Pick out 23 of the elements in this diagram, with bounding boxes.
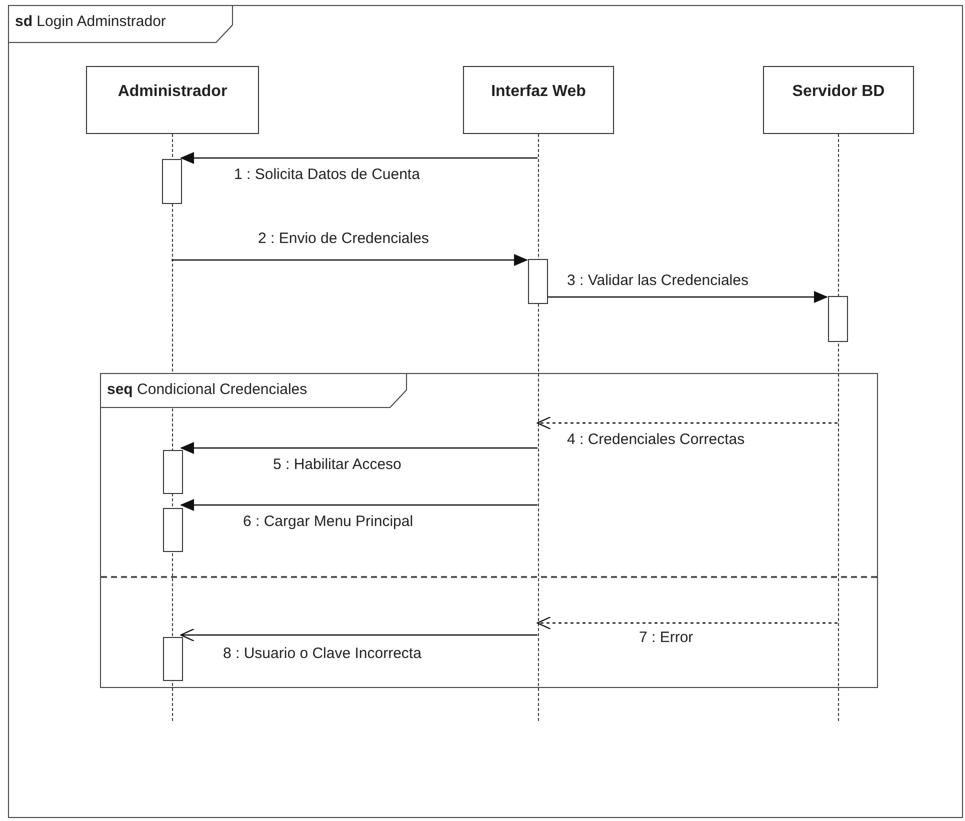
lifeline [838, 134, 839, 721]
fragment-label: seq Condicional Credenciales [107, 381, 308, 398]
participant-box: Servidor BD [763, 66, 914, 134]
activation-bar [163, 450, 183, 494]
message-arrow [536, 616, 838, 630]
message-arrow [547, 291, 828, 303]
activation-bar [162, 159, 182, 204]
message-arrow [180, 499, 538, 511]
lifeline [538, 134, 539, 721]
activation-bar [828, 296, 848, 342]
message-arrow [172, 254, 528, 266]
lifeline [172, 134, 173, 721]
activation-bar [163, 508, 183, 552]
activation-bar [163, 637, 183, 681]
message-arrow [180, 152, 538, 164]
message-arrow [536, 416, 838, 430]
message-arrow [180, 628, 538, 642]
frame-label: sd Login Adminstrador [15, 13, 166, 30]
participant-box: Administrador [86, 66, 259, 134]
message-arrow [180, 442, 538, 454]
participant-box: Interfaz Web [463, 66, 614, 134]
message-label: 6 : Cargar Menu Principal [242, 513, 414, 530]
activation-bar [528, 259, 548, 304]
